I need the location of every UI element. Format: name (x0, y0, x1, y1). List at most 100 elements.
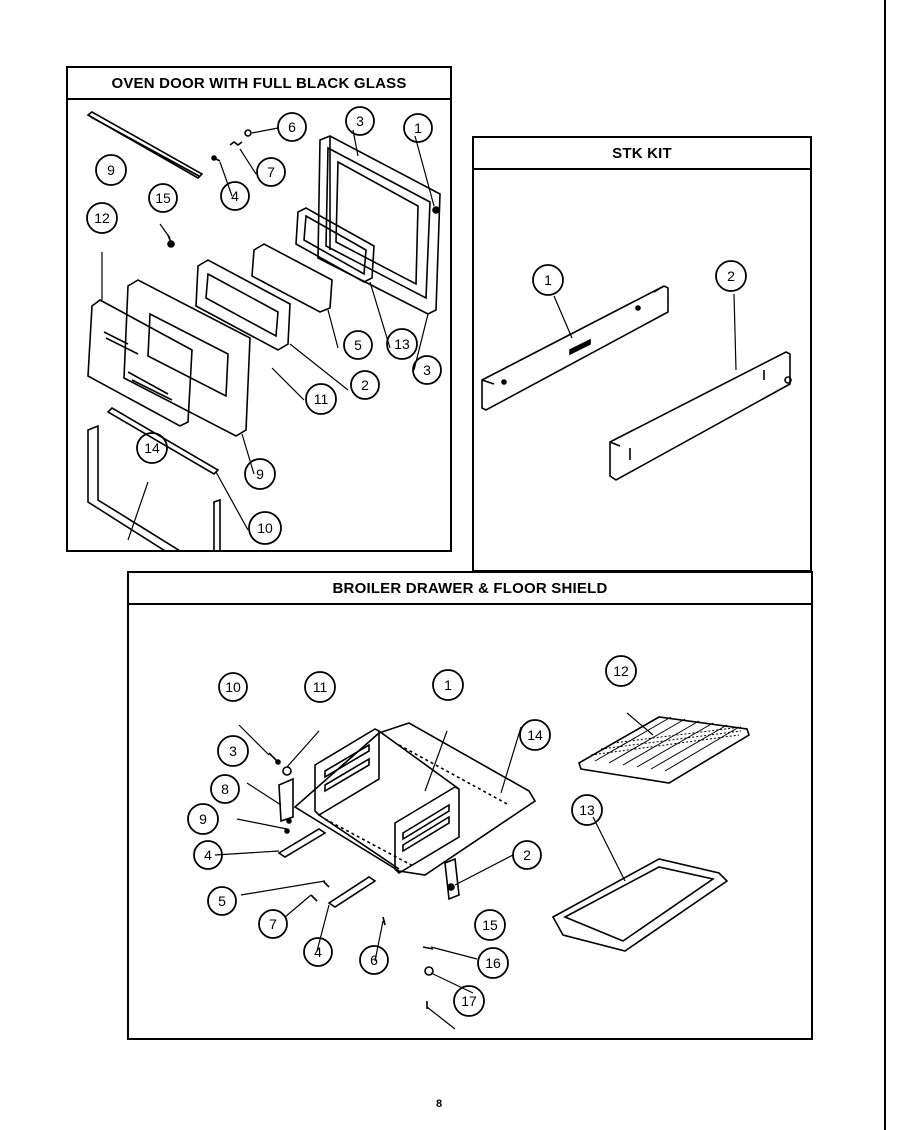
callout-circle: 11 (305, 383, 337, 415)
svg-text:7: 7 (269, 916, 277, 932)
oven-gasket-part (87, 424, 221, 550)
oven-black-glass-part (87, 299, 193, 427)
callout-circle: 9 (187, 803, 219, 835)
callout-circle: 16 (477, 947, 509, 979)
svg-text:6: 6 (370, 952, 378, 968)
callout-circle: 8 (210, 774, 240, 804)
callout-circle: 7 (258, 909, 288, 939)
stk-leader-lines (553, 293, 737, 371)
svg-text:15: 15 (155, 190, 171, 206)
drawer-slide-parts (277, 828, 377, 908)
svg-text:4: 4 (231, 188, 239, 204)
callout-circle: 1 (532, 264, 564, 296)
svg-text:13: 13 (579, 802, 595, 818)
svg-text:3: 3 (356, 113, 364, 129)
stk-bracket-left-part (481, 285, 669, 411)
broiler-small-hardware (268, 752, 434, 1009)
callout-circle: 12 (86, 202, 118, 234)
svg-text:5: 5 (218, 893, 226, 909)
callout-circle: 9 (95, 154, 127, 186)
callout-circle: 13 (571, 794, 603, 826)
broiler-grid-part (578, 716, 750, 784)
callout-circle: 10 (218, 672, 248, 702)
oven-window-frame-part (295, 207, 375, 283)
svg-text:17: 17 (461, 993, 477, 1009)
svg-text:10: 10 (257, 520, 273, 536)
svg-text:7: 7 (267, 164, 275, 180)
callout-circle: 4 (303, 937, 333, 967)
callout-circle: 5 (207, 886, 237, 916)
callout-circle: 11 (304, 671, 336, 703)
callout-circle: 15 (474, 909, 506, 941)
oven-door-panel-part (123, 279, 251, 437)
oven-top-trim-part (86, 111, 204, 179)
drawer-bracket-parts (278, 777, 460, 901)
callout-circle: 3 (345, 106, 375, 136)
callout-circle: 2 (715, 260, 747, 292)
svg-text:10: 10 (225, 679, 241, 695)
svg-text:2: 2 (523, 847, 531, 863)
oven-callouts: 6 3 1 9 7 4 15 12 5 13 2 3 11 9 10 14 (86, 106, 442, 545)
broiler-leader-lines (214, 712, 654, 1030)
callout-circle: 9 (244, 458, 276, 490)
oven-bottom-trim-part (106, 406, 220, 476)
stk-kit-diagram: 1 2 (481, 260, 792, 481)
stk-kit-panel-title: STK KIT (474, 138, 810, 170)
svg-text:16: 16 (485, 955, 501, 971)
callout-circle: 3 (412, 355, 442, 385)
callout-circle: 14 (136, 432, 168, 464)
svg-text:12: 12 (94, 210, 110, 226)
svg-text:6: 6 (288, 119, 296, 135)
svg-text:1: 1 (544, 272, 552, 288)
svg-text:2: 2 (727, 268, 735, 284)
svg-text:9: 9 (256, 466, 264, 482)
callout-circle: 10 (248, 511, 282, 545)
callout-circle: 4 (220, 181, 250, 211)
broiler-drawer-panel-title: BROILER DRAWER & FLOOR SHIELD (129, 573, 811, 605)
oven-small-hardware (167, 129, 440, 248)
callout-circle: 13 (386, 328, 418, 360)
stk-kit-panel: STK KIT 1 2 (472, 136, 812, 572)
svg-text:11: 11 (313, 679, 328, 695)
callout-circle: 3 (217, 735, 249, 767)
callout-circle: 1 (432, 669, 464, 701)
oven-inner-glass-part (251, 243, 333, 313)
svg-text:8: 8 (221, 781, 229, 797)
callout-circle: 2 (350, 370, 380, 400)
callout-circle: 4 (193, 840, 223, 870)
broiler-callouts: 10 11 1 14 12 3 8 9 4 5 7 4 6 2 15 16 17… (187, 655, 637, 1017)
svg-text:5: 5 (354, 337, 362, 353)
floor-shield-part (293, 722, 537, 876)
oven-inner-window-part (195, 259, 291, 351)
svg-text:15: 15 (482, 917, 498, 933)
svg-text:3: 3 (229, 743, 237, 759)
svg-text:4: 4 (314, 944, 322, 960)
oven-door-panel: OVEN DOOR WITH FULL BLACK GLASS (66, 66, 452, 552)
callout-circle: 7 (256, 157, 286, 187)
broiler-drawer-panel: BROILER DRAWER & FLOOR SHIELD (127, 571, 813, 1040)
page-number: 8 (436, 1098, 443, 1110)
callout-circle: 12 (605, 655, 637, 687)
callout-circle: 6 (277, 112, 307, 142)
callout-circle: 17 (453, 985, 485, 1017)
svg-text:9: 9 (199, 811, 207, 827)
page-edge-line (884, 0, 886, 1130)
broiler-pan-part (551, 858, 729, 952)
oven-door-frame-part (317, 135, 441, 315)
svg-text:14: 14 (527, 727, 543, 743)
stk-bracket-right-part (609, 351, 792, 481)
svg-text:9: 9 (107, 162, 115, 178)
callout-circle: 5 (343, 330, 373, 360)
oven-door-panel-title: OVEN DOOR WITH FULL BLACK GLASS (68, 68, 450, 100)
svg-text:13: 13 (394, 336, 410, 352)
oven-leader-lines (101, 127, 435, 541)
broiler-drawer-diagram: 10 11 1 14 12 3 8 9 4 5 7 4 6 2 15 16 17… (187, 655, 750, 1030)
svg-text:1: 1 (444, 677, 452, 693)
stk-callouts: 1 2 (532, 260, 747, 296)
svg-text:12: 12 (613, 663, 629, 679)
callout-circle: 2 (512, 840, 542, 870)
callout-circle: 6 (359, 945, 389, 975)
svg-text:11: 11 (314, 391, 329, 407)
broiler-drawer-part (314, 728, 460, 875)
svg-text:3: 3 (423, 362, 431, 378)
